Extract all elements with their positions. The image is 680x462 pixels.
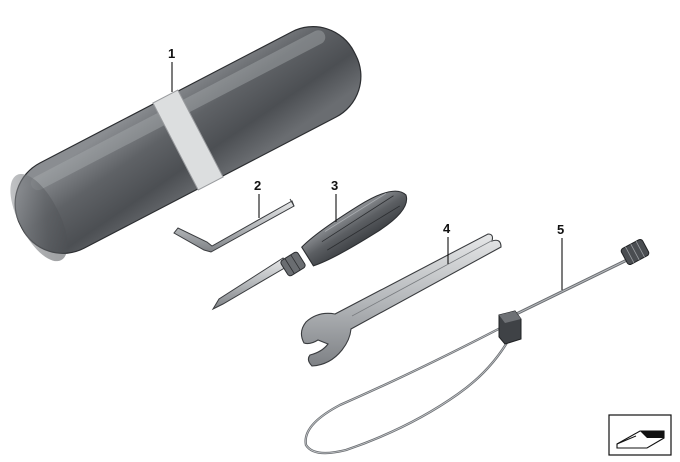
- callout-3: 3: [331, 178, 338, 222]
- helmet-cable-lock: [304, 238, 650, 455]
- callout-label-4: 4: [443, 221, 451, 236]
- view-direction-icon: [608, 414, 672, 456]
- screwdriver: [211, 190, 408, 311]
- callout-2: 2: [254, 178, 261, 218]
- tool-case-band: [152, 89, 224, 191]
- callout-label-1: 1: [168, 46, 175, 61]
- allen-key: [173, 198, 295, 253]
- callout-label-5: 5: [557, 222, 564, 237]
- callout-1: 1: [168, 46, 175, 92]
- callout-label-3: 3: [331, 178, 338, 193]
- tool-case: [10, 26, 362, 262]
- open-end-wrench: [300, 233, 502, 367]
- callout-5: 5: [557, 222, 564, 290]
- callout-label-2: 2: [254, 178, 261, 193]
- callout-4: 4: [443, 221, 451, 264]
